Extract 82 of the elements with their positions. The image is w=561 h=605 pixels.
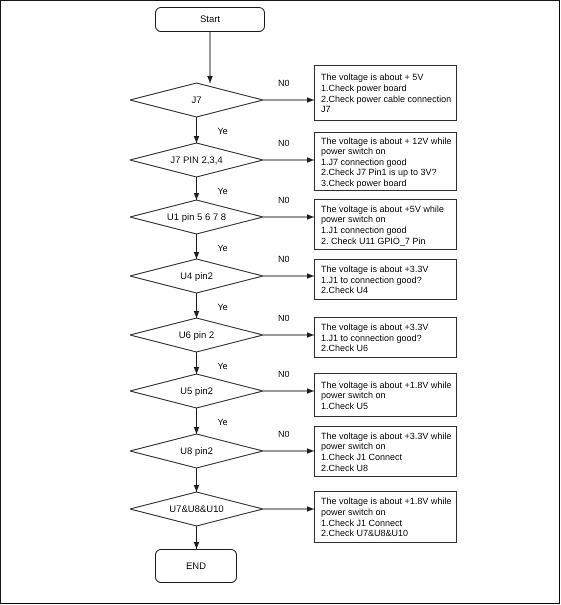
note-text: 3.Check power board [321,178,408,188]
arrow [262,388,314,394]
edge-label: Ye [216,302,229,312]
decision-diamond [130,143,263,177]
decision-label: J7 [191,94,202,106]
edge-label: N0 [277,313,291,323]
arrow [262,214,314,220]
note-text: 2.Check U6 [321,343,370,354]
decision-label: J7 PIN 2,3,4 [170,154,223,166]
decision-label: U4 pin2 [180,270,213,282]
note-text: The voltage is about +1.8V while power switch on [321,380,452,401]
note-text: 2.Check U7&U8&U10 [321,528,410,539]
decision-label: U7&U8&U10 [169,504,224,514]
arrow [262,332,314,338]
arrow [262,506,314,512]
arrow [194,176,200,200]
edge-label: Ye [216,126,229,136]
note-text: 1.J7 connection good [321,156,408,168]
note-text: 2.Check U4 [321,285,370,296]
note-text: 1.Check power board [321,82,408,94]
note-box [314,426,457,477]
edge-label: Ye [216,186,229,196]
note-text: 2.Check J7 Pin1 is up to 3V? [321,167,438,178]
terminal-box [155,549,237,583]
edge-label: Ye [216,417,229,427]
decision-label: U1 pin 5 6 7 8 [166,212,226,222]
note-text: The voltage is about + 5V [321,72,424,83]
note-box [314,199,457,250]
terminal-label: Start [200,14,220,25]
note-box [314,65,457,121]
arrow [194,352,200,374]
arrow [194,116,200,144]
edge-label: N0 [277,138,291,148]
note-text: 2.Check U8 [321,462,370,474]
decision-diamond [130,492,263,526]
decision-label: U8 pin2 [180,446,213,456]
decision-diamond [130,200,263,234]
decision-label: U6 pin 2 [178,330,214,340]
arrow [194,526,200,550]
edge-label: N0 [277,429,291,439]
note-box [314,259,457,300]
note-text: 1.J1 connection good [321,225,408,236]
edge-label: Ye [216,243,229,253]
arrow [207,32,213,84]
note-text: 2. Check U11 GPIO_7 Pin [321,236,426,246]
note-text: 1.Check J1 Connect [321,518,404,528]
note-text: The voltage is about +3.3V while power switch on [321,430,452,452]
note-box [314,132,457,191]
arrow [194,468,200,492]
note-text: The voltage is about +1.8V while power switch on [321,496,452,518]
terminal-label: END [186,560,206,572]
note-text: 1.J1 to connection good? [321,274,423,286]
edge-label: N0 [277,195,291,205]
note-text: 2.Check power cable connection J7 [321,94,452,115]
note-text: The voltage is about +5V while power switch on [321,204,445,225]
note-box [314,373,457,417]
decision-diamond [130,259,263,293]
decision-diamond [130,83,263,117]
terminal-box [155,7,265,32]
note-text: The voltage is about +3.3V [321,264,430,275]
note-text: 1.Check U5 [321,400,370,412]
note-text: The voltage is about +3.3V [321,322,430,333]
decision-diamond [130,434,263,468]
arrow [262,273,314,279]
edge-label: N0 [277,78,291,88]
arrow [262,97,314,103]
arrow [194,408,200,434]
note-text: The voltage is about + 12V while power switch on [321,136,452,157]
decision-diamond [130,374,263,408]
note-text: 1.Check J1 Connect [321,452,404,463]
edge-label: Ye [216,361,229,371]
edge-label: N0 [277,369,291,379]
decision-diamond [130,318,263,352]
edge-label: N0 [277,254,291,264]
arrow [194,292,200,318]
arrow [262,157,314,163]
arrow [194,234,200,260]
note-box [314,317,457,358]
note-box [314,491,457,543]
decision-label: U5 pin2 [180,386,213,396]
note-text: 1.J1 to connection good? [321,332,423,344]
arrow [262,448,314,454]
